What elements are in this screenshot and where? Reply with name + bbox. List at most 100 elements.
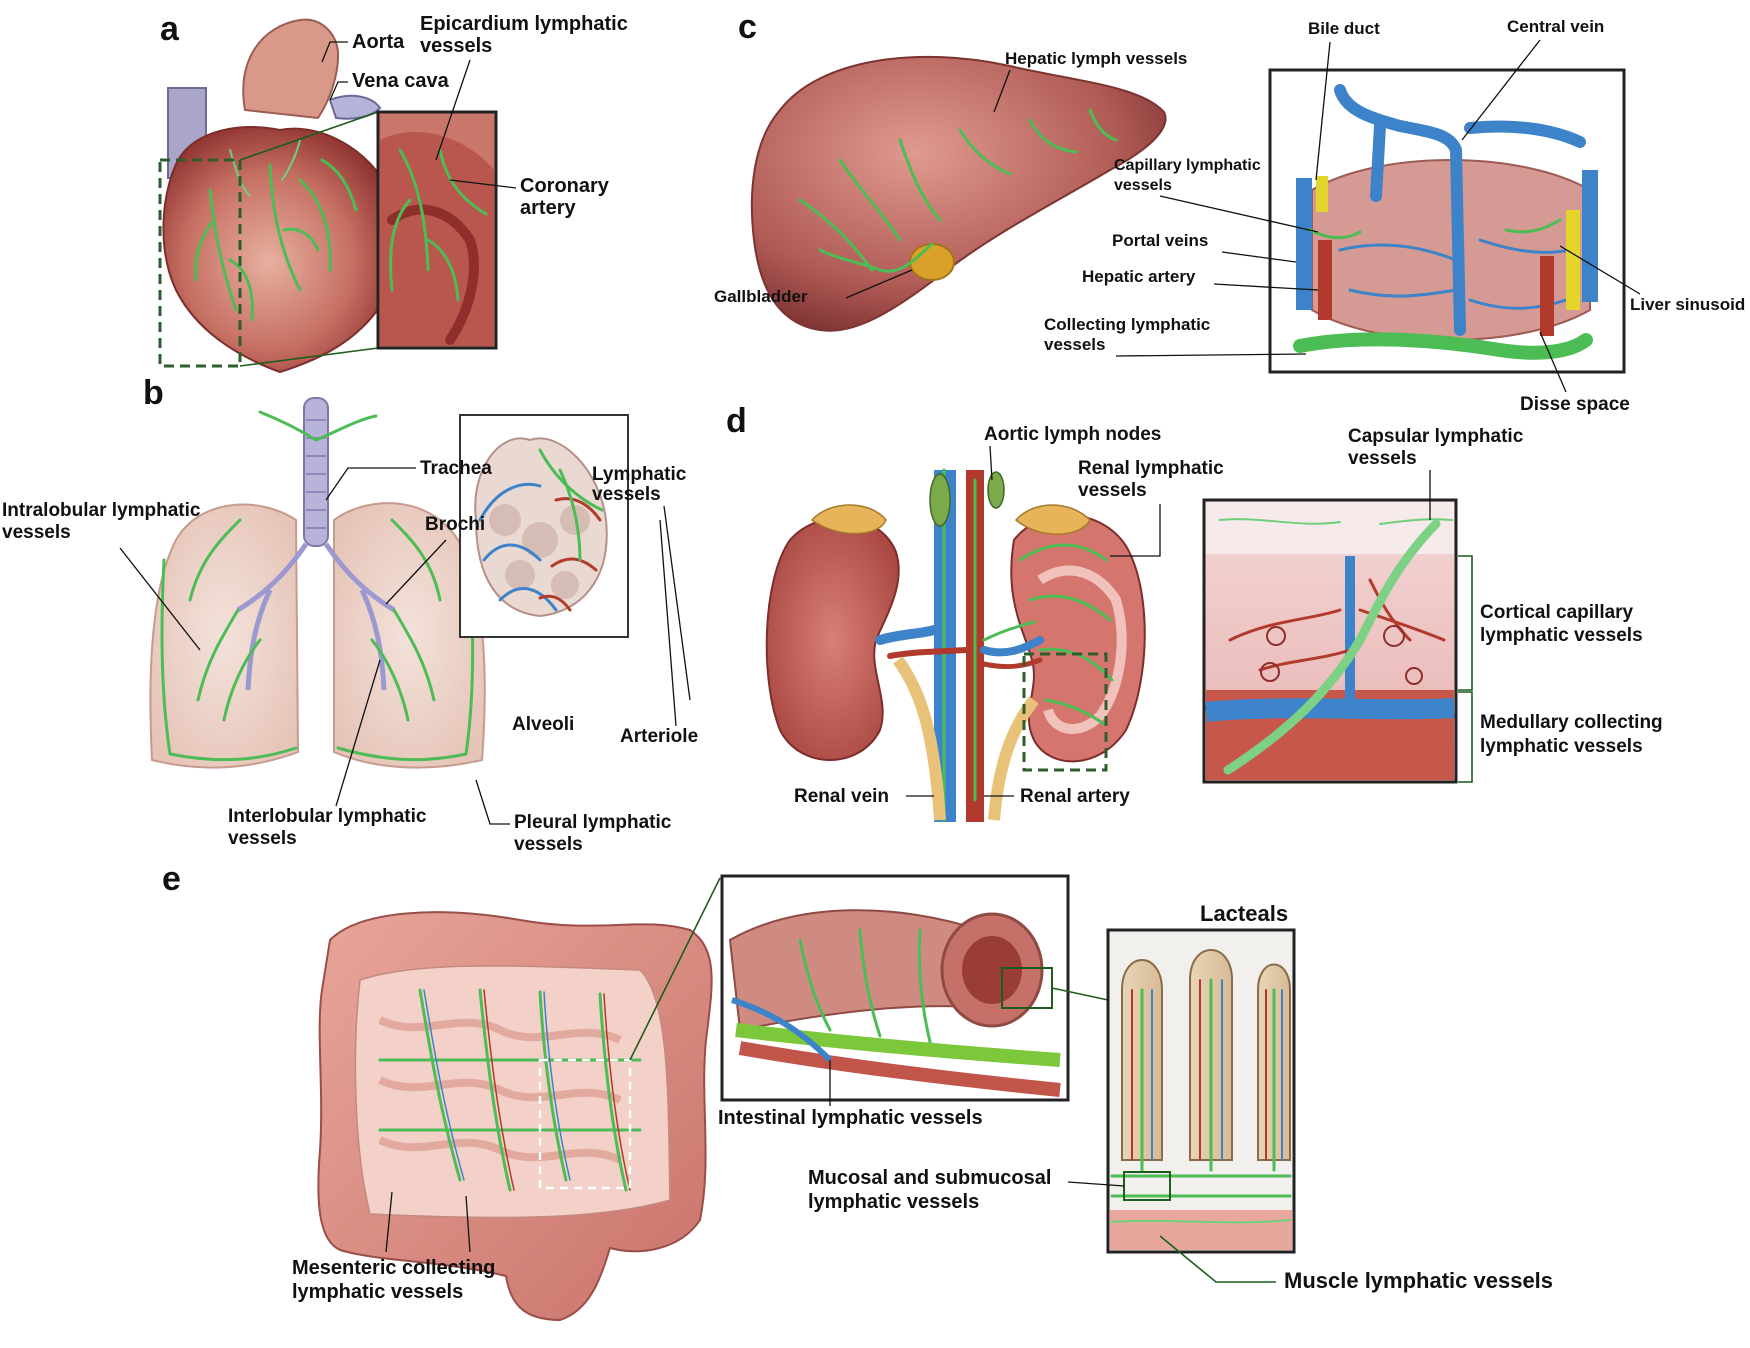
- lacteals-inset: [1106, 928, 1296, 1254]
- lung-lymphatics: [160, 410, 475, 762]
- leader-mesenteric: [385, 1191, 471, 1253]
- heart-body: [162, 126, 398, 374]
- label-pleural-2: vessels: [514, 834, 583, 855]
- inset-capsular-lymphatics: [1219, 518, 1453, 525]
- heart-inset-tissue: [380, 131, 494, 346]
- panel-b-lung: b Trachea Brochi Intralobular lymphat: [2, 374, 698, 855]
- mesenteric-arteries: [483, 989, 631, 1191]
- label-capsular-1: Capsular lymphatic: [1348, 426, 1524, 447]
- muscle-lymphatics: [1111, 1219, 1291, 1224]
- panel-a-heart: a Aorta Vena cava Epicardium lymphatic v…: [158, 10, 628, 374]
- right-renal-vein: [980, 636, 1044, 657]
- renal-cortex-band: [1037, 565, 1127, 734]
- leader-trachea: [325, 467, 416, 501]
- villus-venules: [1151, 979, 1283, 1161]
- collecting-lymphatic-vessel: [1293, 332, 1593, 360]
- glomerulus-2: [1383, 625, 1405, 647]
- panel-c-liver: c Hepatic lymph vessels Bile duct Centra…: [714, 8, 1745, 415]
- panel-a-letter: a: [160, 10, 180, 48]
- inset-medullary-vein: [1204, 698, 1455, 722]
- leader-lymphatic: [663, 505, 691, 701]
- liver-lobule-inset: [1268, 68, 1626, 374]
- label-hepatic-lymph: Hepatic lymph vessels: [1005, 49, 1187, 68]
- label-mesenteric-2: lymphatic vessels: [292, 1281, 463, 1303]
- label-interlobular-2: vessels: [228, 828, 297, 849]
- aortic-lymph-chain: [942, 468, 977, 822]
- label-hepatic-artery: Hepatic artery: [1082, 267, 1196, 286]
- glomerulus-1: [1266, 626, 1286, 646]
- muscle-layer: [1110, 1210, 1292, 1250]
- label-mucosal-2: lymphatic vessels: [808, 1191, 979, 1213]
- left-ureter: [893, 656, 946, 821]
- leader-pleural: [475, 779, 510, 825]
- label-intestinal: Intestinal lymphatic vessels: [718, 1107, 983, 1129]
- left-adrenal-gland: [810, 504, 887, 535]
- label-medullary-1: Medullary collecting: [1480, 712, 1663, 733]
- alveoli-lymphatics: [538, 448, 604, 562]
- bracket-medulla: [1458, 691, 1473, 783]
- label-medullary-2: lymphatic vessels: [1480, 736, 1643, 757]
- label-capillary-1: Capillary lymphatic: [1114, 157, 1261, 174]
- label-mesenteric-1: Mesenteric collecting: [292, 1257, 495, 1279]
- label-renal-lymph-1: Renal lymphatic: [1078, 458, 1224, 479]
- leader-renal-lymph: [1110, 504, 1161, 557]
- left-renal-vein: [875, 625, 939, 645]
- alveoli-arterioles: [538, 497, 602, 612]
- villus-arterioles: [1131, 979, 1267, 1161]
- inset-intestinal-lymphatics: [798, 928, 932, 1044]
- label-lymphatic-1: Lymphatic: [592, 464, 687, 485]
- right-adrenal-gland: [1014, 504, 1091, 535]
- left-kidney: [765, 516, 900, 761]
- leader-liver-sinusoid: [1559, 245, 1641, 295]
- leader-hepatic-lymph: [993, 69, 1011, 113]
- label-alveoli: Alveoli: [512, 714, 574, 735]
- label-muscle: Muscle lymphatic vessels: [1284, 1268, 1553, 1293]
- kidney-selection-box: [1022, 652, 1108, 772]
- label-aorta: Aorta: [352, 31, 405, 53]
- pulmonary-vein-vessel: [328, 94, 382, 120]
- alveolus-2: [522, 522, 558, 558]
- leader-brochi: [385, 539, 447, 605]
- aorta-vessel: [242, 18, 340, 120]
- label-arteriole: Arteriole: [620, 726, 698, 747]
- hepatic-artery-right: [1540, 256, 1554, 336]
- zoom-line-villi: [1051, 987, 1109, 1001]
- bronchi: [236, 542, 396, 691]
- intestine-lumen-core: [962, 936, 1022, 1004]
- label-pleural-1: Pleural lymphatic: [514, 812, 672, 833]
- label-lacteals: Lacteals: [1200, 901, 1288, 926]
- leader-disse-space: [1539, 331, 1567, 393]
- label-collecting-1: Collecting lymphatic: [1044, 315, 1210, 334]
- label-epicardium-2: vessels: [420, 35, 492, 57]
- panel-e-letter: e: [162, 860, 181, 898]
- alveoli-inset: [459, 414, 629, 638]
- leader-bile-duct: [1315, 41, 1331, 181]
- trachea-rings: [306, 419, 326, 529]
- small-intestine-loops: [378, 1016, 622, 1164]
- label-disse-space: Disse space: [1520, 394, 1630, 415]
- aortic-lymph-node-2: [987, 471, 1005, 509]
- bile-duct-left: [1316, 176, 1328, 212]
- panel-c-letter: c: [738, 8, 757, 46]
- label-coronary-2: artery: [520, 197, 576, 219]
- zoom-line-bottom: [239, 347, 379, 367]
- label-lymphatic-2: vessels: [592, 484, 661, 505]
- aortic-lymph-node-1: [929, 473, 951, 527]
- leader-gallbladder: [845, 269, 913, 299]
- label-gallbladder: Gallbladder: [714, 287, 808, 306]
- right-renal-artery: [981, 657, 1043, 670]
- label-central-vein: Central vein: [1507, 17, 1604, 36]
- panel-b-letter: b: [143, 374, 164, 412]
- panel-d-kidney: d: [726, 402, 1663, 822]
- kidney-inset: [1202, 498, 1458, 784]
- portal-vein-right: [1582, 170, 1598, 302]
- inset-collecting-lymphatic: [1223, 519, 1441, 775]
- gallbladder: [909, 243, 955, 281]
- leader-capillary: [1159, 195, 1319, 233]
- label-renal-vein: Renal vein: [794, 786, 889, 807]
- alveolus-5: [551, 571, 579, 599]
- glomerulus-4: [1405, 667, 1423, 685]
- liver-body: [750, 55, 1167, 332]
- leader-portal-veins: [1221, 251, 1297, 263]
